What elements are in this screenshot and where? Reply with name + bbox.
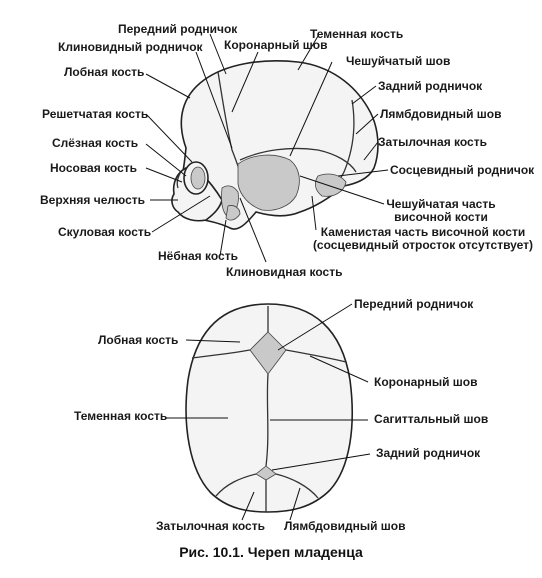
- label-lateral-temporal-petrous-line1: Каменистая часть височной кости: [320, 225, 526, 239]
- label-lateral-parietal-bone: Теменная кость: [310, 27, 404, 41]
- label-lateral-sphenoid-bone: Клиновидная кость: [226, 265, 343, 279]
- label-top-frontal-bone: Лобная кость: [98, 333, 179, 347]
- label-lateral-palatine-bone: Нёбная кость: [158, 249, 238, 263]
- label-lateral-lacrimal-bone: Слёзная кость: [52, 136, 139, 150]
- lateral-squamous-suture: [239, 147, 357, 173]
- orbit-inner: [190, 166, 206, 190]
- label-lateral-maxilla: Верхняя челюсть: [40, 193, 146, 207]
- top-lambdoid-suture-left: [215, 473, 257, 497]
- label-lateral-temporal-squamous: Чешуйчатая часть височной кости: [384, 198, 498, 224]
- label-top-anterior-fontanelle: Передний родничок: [354, 297, 474, 311]
- label-top-parietal-bone: Теменная кость: [74, 409, 168, 423]
- label-top-occipital-bone: Затылочная кость: [156, 519, 265, 533]
- label-lateral-mastoid-fontanelle: Сосцевидный родничок: [390, 163, 535, 177]
- figure-caption: Рис. 10.1. Череп младенца: [179, 544, 363, 560]
- label-lateral-lambdoid-suture: Лямбдовидный шов: [380, 107, 502, 121]
- top-coronal-suture-left: [191, 349, 251, 359]
- label-lateral-temporal-squamous-line1: Чешуйчатая часть: [386, 197, 496, 211]
- mastoid-region: [314, 173, 347, 197]
- label-lateral-occipital-bone: Затылочная кость: [378, 135, 487, 149]
- label-top-sagittal-suture: Сагиттальный шов: [374, 412, 489, 426]
- label-lateral-temporal-petrous: Каменистая часть височной кости (сосцеви…: [306, 226, 540, 252]
- label-lateral-nasal-bone: Носовая кость: [50, 161, 138, 175]
- top-lambdoid-suture-right: [275, 473, 319, 499]
- top-coronal-suture-right: [285, 349, 347, 363]
- label-top-coronal-suture: Коронарный шов: [374, 375, 478, 389]
- label-top-posterior-fontanelle: Задний родничок: [376, 446, 481, 460]
- label-lateral-anterior-fontanelle: Передний родничок: [118, 22, 238, 36]
- palatine-region: [225, 205, 241, 221]
- temporal-bone-region: [237, 154, 300, 211]
- label-lateral-zygomatic-bone: Скуловая кость: [58, 225, 152, 239]
- label-lateral-ethmoid-bone: Решетчатая кость: [42, 107, 149, 121]
- label-lateral-coronal-suture: Коронарный шов: [224, 38, 328, 52]
- top-sagittal-suture: [265, 373, 269, 467]
- top-skull: [166, 303, 371, 521]
- label-lateral-temporal-squamous-line2: височной кости: [394, 210, 488, 224]
- label-lateral-frontal-bone: Лобная кость: [64, 65, 145, 79]
- label-top-lambdoid-suture: Лямбдовидный шов: [284, 519, 406, 533]
- top-leader-lines: [166, 303, 371, 521]
- label-lateral-sphenoid-fontanelle: Клиновидный родничок: [58, 40, 203, 54]
- label-lateral-temporal-petrous-line2: (сосцевидный отросток отсутствует): [312, 238, 534, 252]
- label-lateral-posterior-fontanelle: Задний родничок: [378, 79, 483, 93]
- label-lateral-squamous-suture: Чешуйчатый шов: [346, 54, 451, 68]
- lateral-leader-lines: [145, 33, 389, 263]
- lateral-skull: [145, 33, 389, 263]
